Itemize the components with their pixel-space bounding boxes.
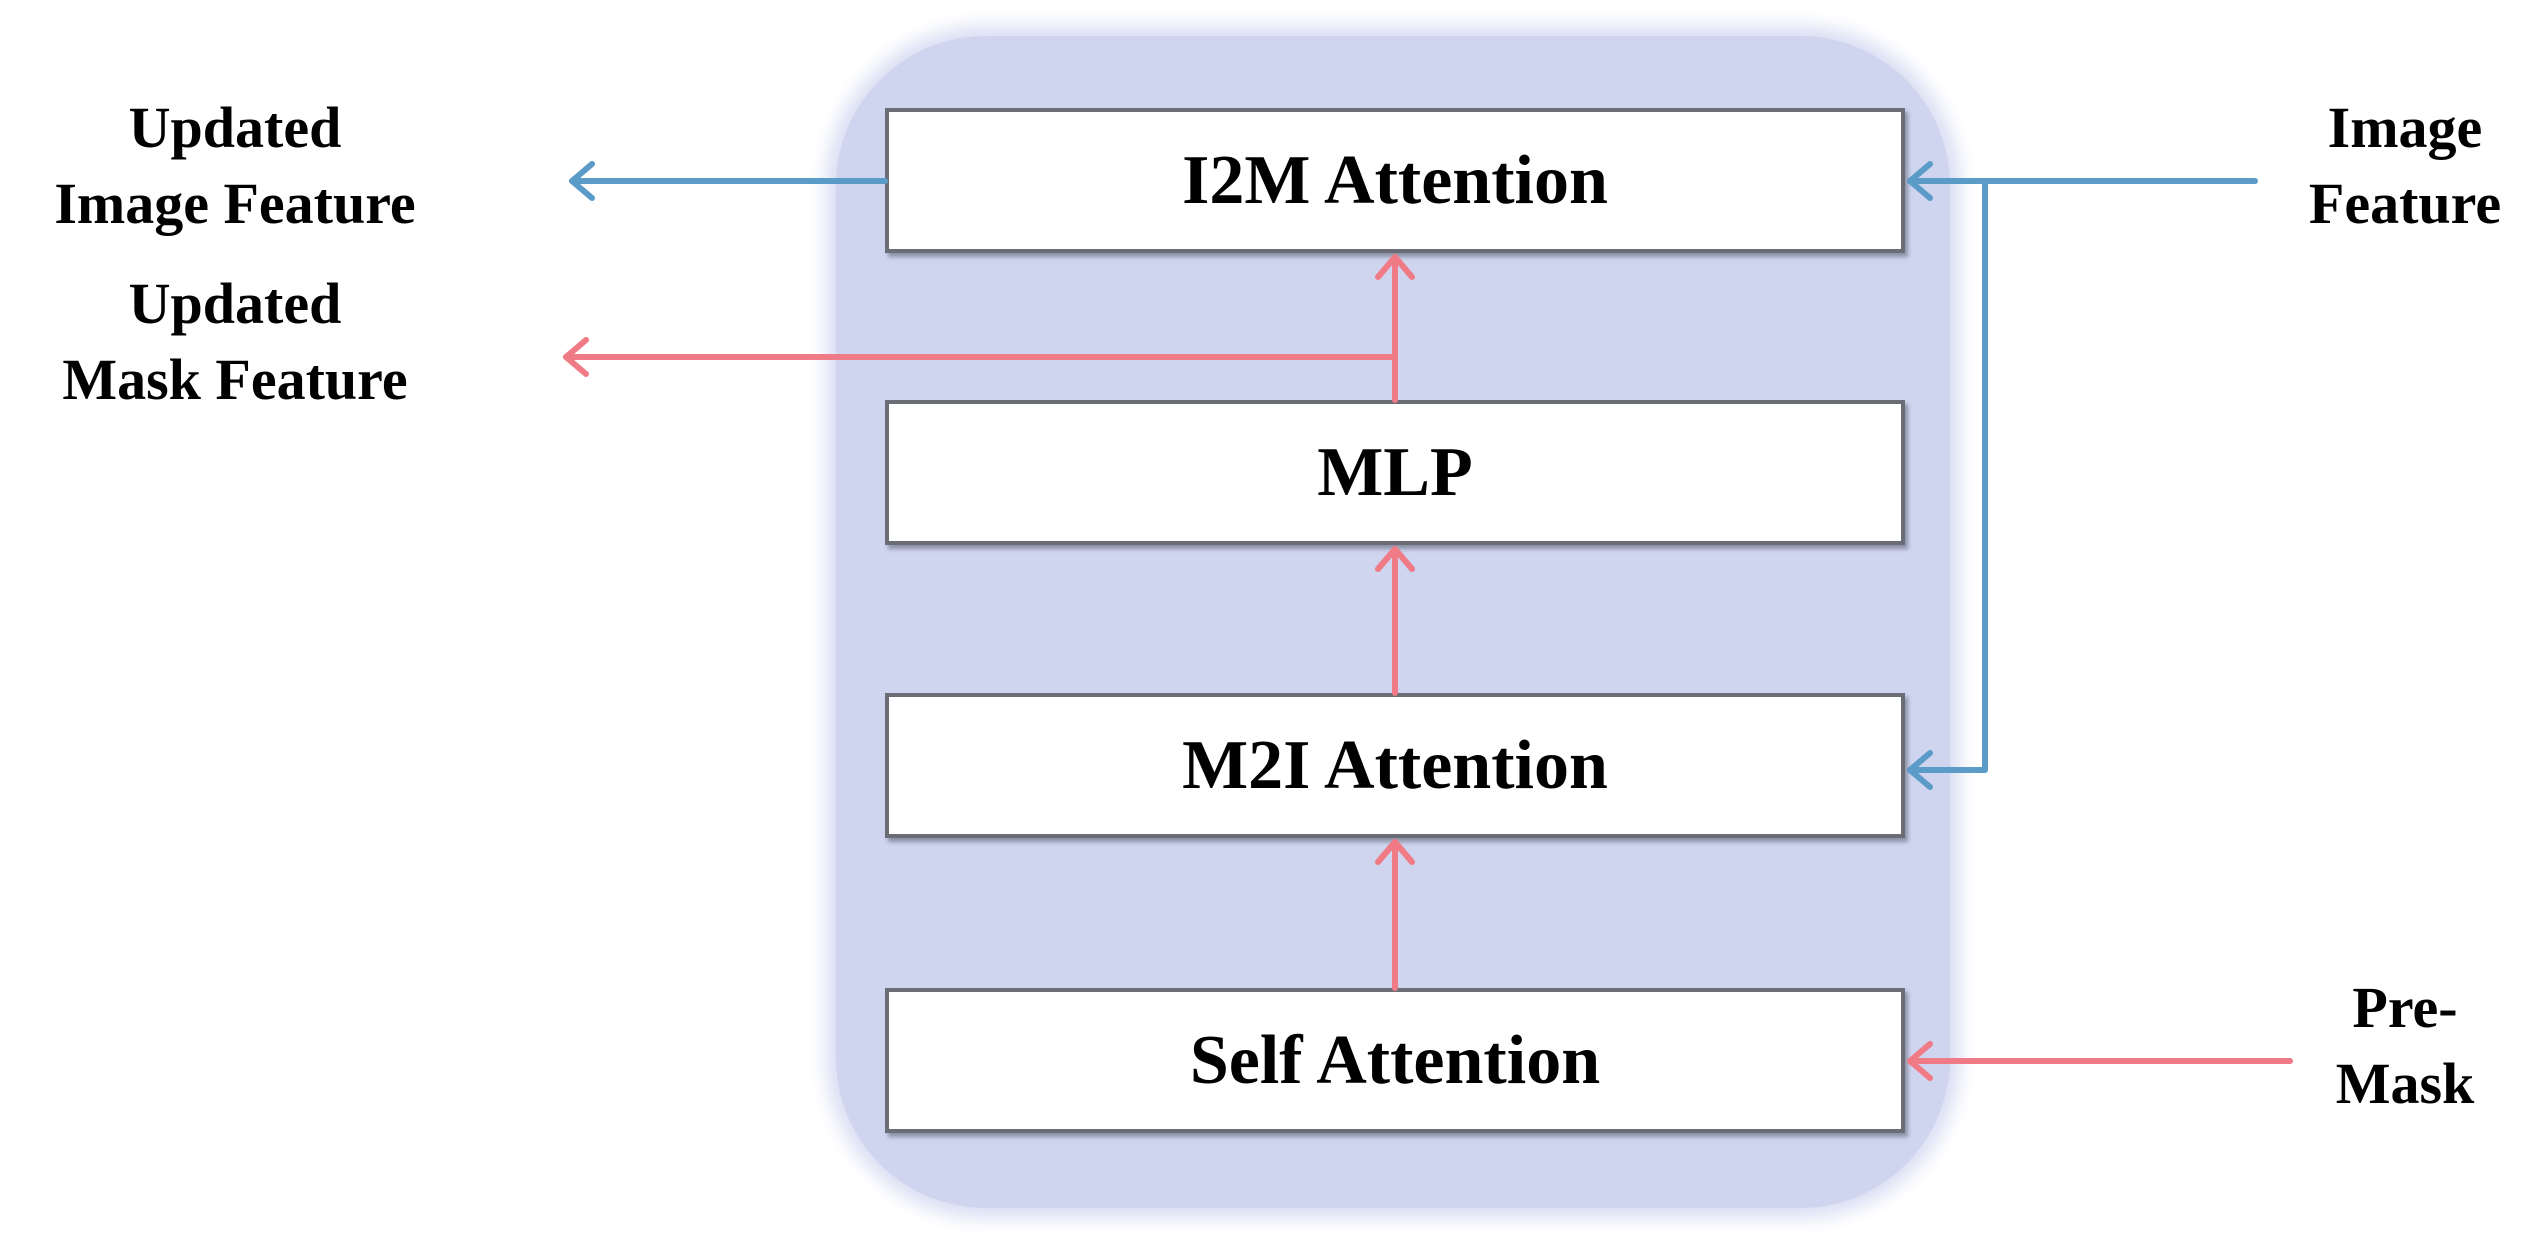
pre-mask-arrowhead [1907,1041,1933,1081]
m2i-to-mlp-arrowhead [1375,546,1415,572]
self-attention-block: Self Attention [885,988,1905,1133]
updated-mask-feature-label: Updated Mask Feature [62,271,408,412]
pre-mask-label: Pre- Mask [2335,975,2475,1116]
m2i-attention-label: M2I Attention [1182,726,1608,804]
updated-image-feature-label: Updated Image Feature [54,95,416,236]
i2m-attention-block: I2M Attention [885,108,1905,253]
updated-image-feature-arrowhead [569,161,595,201]
mlp-label: MLP [1317,433,1473,511]
image-feature-branch-line [1907,178,1988,773]
m2i-arrowhead [1907,750,1933,790]
self-attention-label: Self Attention [1189,1021,1601,1099]
updated-mask-feature-arrowhead [563,337,589,377]
image-feature-label: Image Feature [2308,95,2502,236]
mlp-to-i2m-arrowhead [1375,254,1415,280]
i2m-attention-label: I2M Attention [1182,141,1608,219]
self-to-m2i-arrowhead [1375,839,1415,865]
image-feature-input-arrowhead [1907,161,1933,201]
m2i-attention-block: M2I Attention [885,693,1905,838]
